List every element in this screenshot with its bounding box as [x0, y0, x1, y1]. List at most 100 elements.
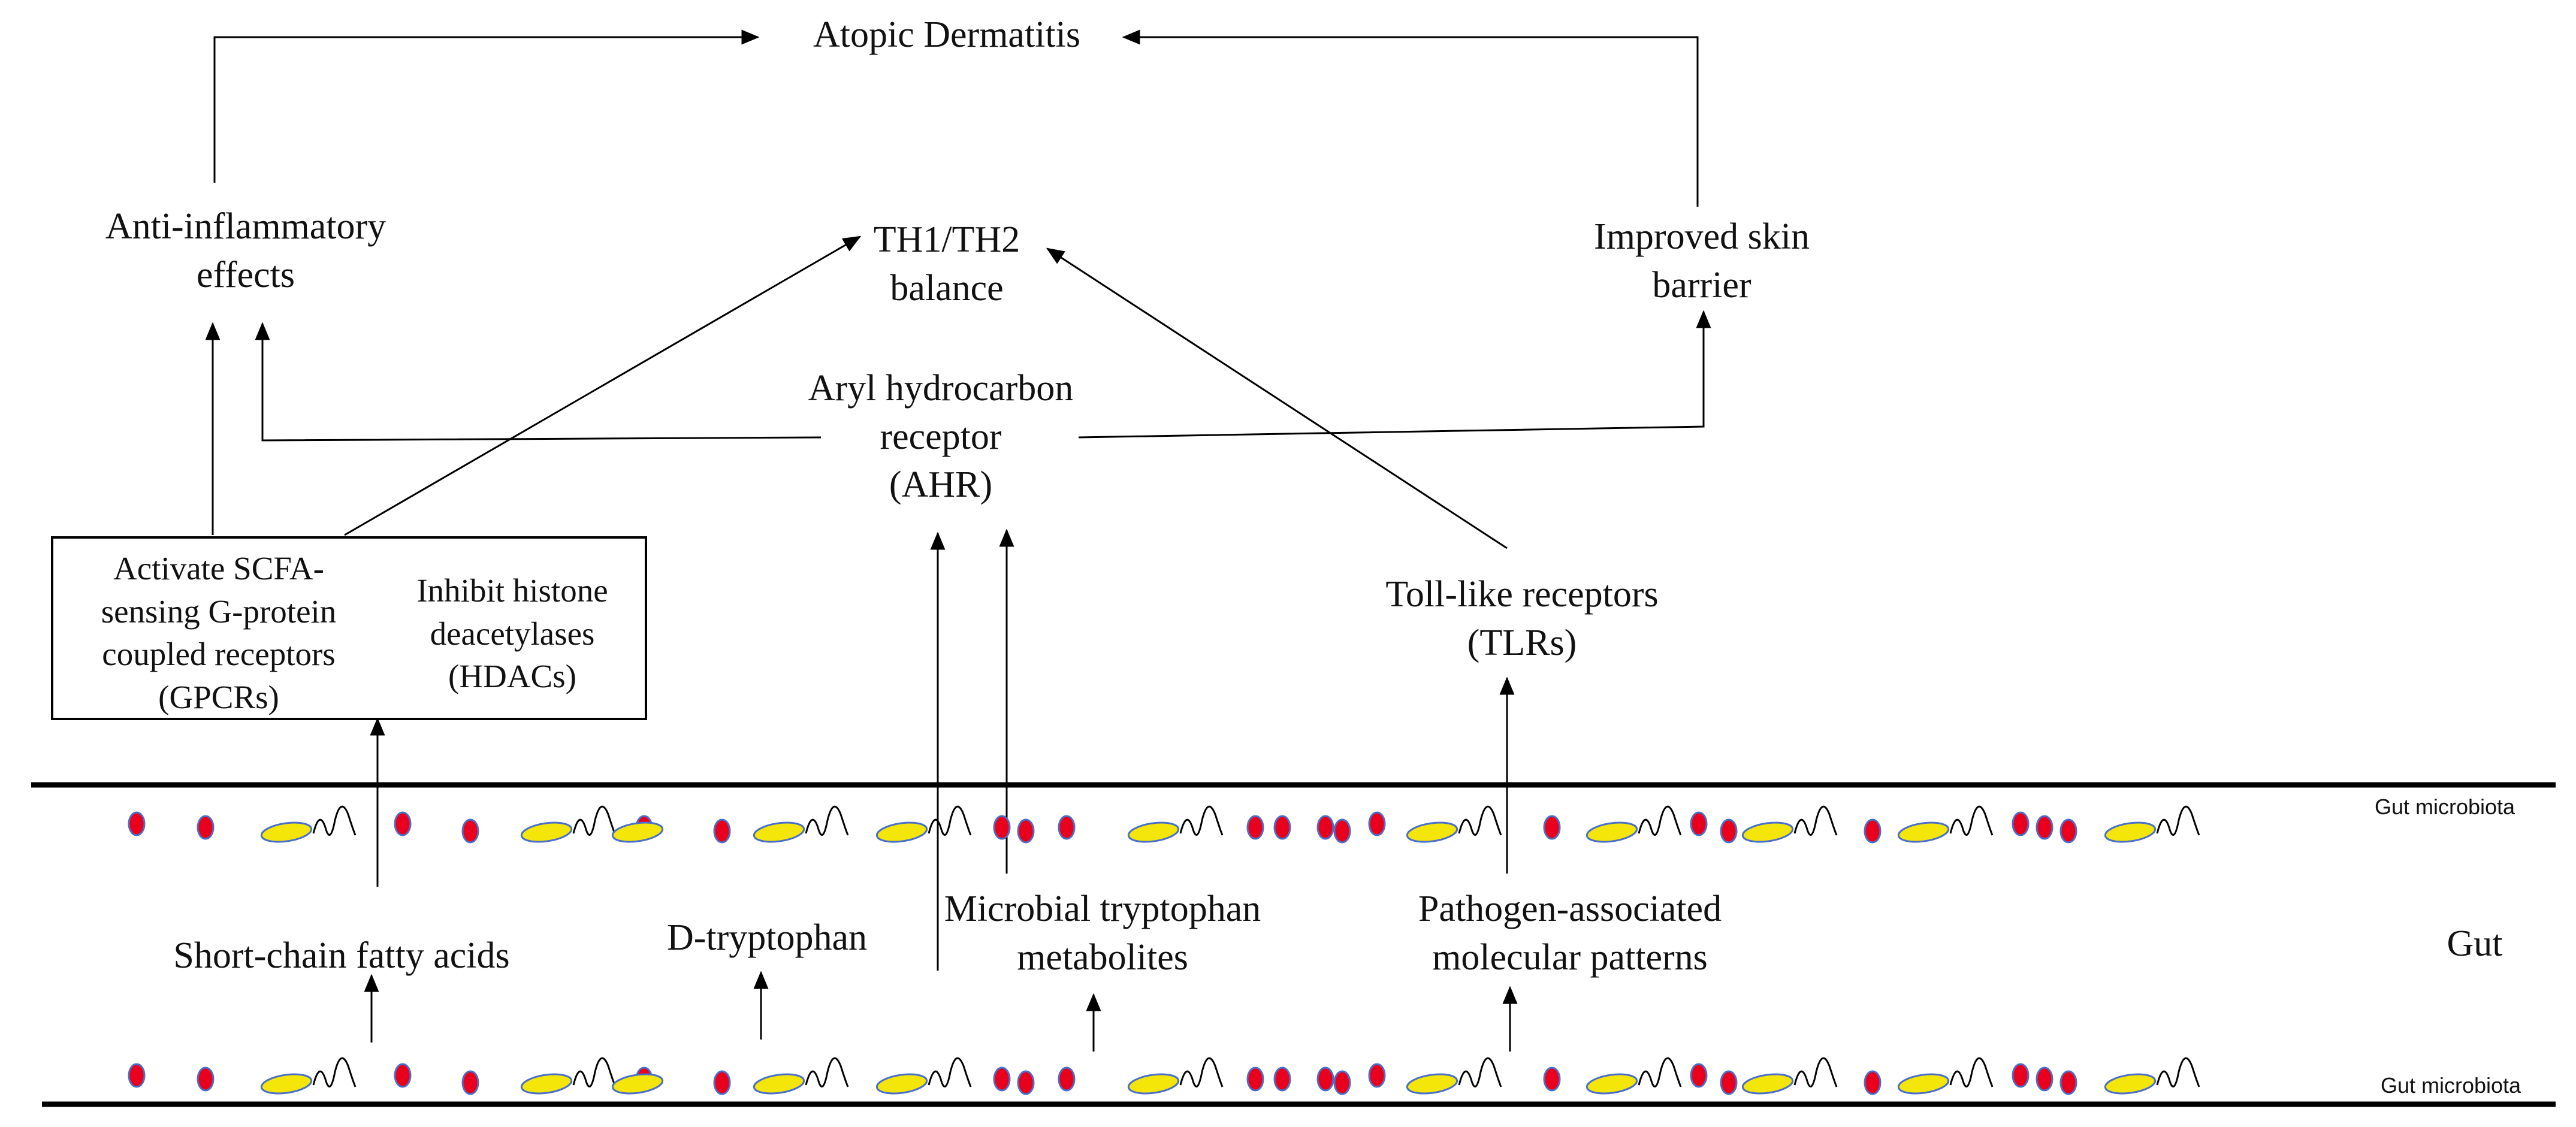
flagellum [1638, 1057, 1682, 1087]
coccus-bacterium [2036, 1066, 2053, 1092]
coccus-bacterium [1720, 1070, 1738, 1095]
coccus-bacterium [1316, 1066, 1334, 1092]
bacillus-bacterium [1586, 1073, 1638, 1095]
coccus-bacterium [1864, 1070, 1882, 1095]
arrow-ahr-to-antiinflammatory [255, 322, 822, 442]
node-tlr: Toll-like receptors (TLRs) [1385, 574, 1659, 663]
coccus-bacterium [1690, 811, 1708, 836]
coccus-bacterium [1543, 1066, 1561, 1092]
coccus-bacterium [394, 811, 412, 836]
coccus-bacterium [1273, 815, 1291, 840]
coccus-bacterium [713, 818, 731, 844]
flagellum [1179, 1057, 1224, 1087]
title-atopic-dermatitis: Atopic Dermatitis [813, 14, 1080, 55]
flagellum [312, 1057, 357, 1087]
coccus-bacterium [2059, 818, 2077, 844]
node-scfa: Short-chain fatty acids [173, 935, 510, 976]
coccus-bacterium [1273, 1066, 1291, 1092]
coccus-bacterium [197, 1066, 215, 1092]
node-hdac: Inhibit histone deacetylases (HDACs) [416, 572, 608, 694]
node-d-tryptophan: D-tryptophan [666, 917, 868, 958]
flagellum [572, 1057, 617, 1087]
coccus-bacterium [993, 1066, 1011, 1092]
coccus-bacterium [394, 1063, 412, 1088]
flagellum [1949, 805, 1994, 836]
bacillus-bacterium [1897, 821, 1950, 843]
coccus-bacterium [2012, 1063, 2030, 1088]
arrow-gpcr-to-th [344, 235, 862, 536]
flagellum [1793, 1057, 1838, 1087]
bacillus-bacterium [875, 821, 928, 843]
flagellum [1638, 805, 1682, 836]
flagellum [1949, 1057, 1994, 1087]
coccus-bacterium [1246, 815, 1264, 840]
coccus-bacterium [993, 815, 1011, 840]
bacillus-bacterium [260, 1073, 313, 1095]
coccus-bacterium [1543, 815, 1561, 840]
flagellum [572, 805, 617, 836]
bacillus-bacterium [260, 821, 313, 843]
coccus-bacterium [1246, 1066, 1264, 1092]
receptor-box [51, 536, 647, 720]
node-gpcr: Activate SCFA- sensing G-protein coupled… [101, 550, 337, 715]
coccus-bacterium [197, 815, 215, 840]
bacillus-bacterium [753, 1073, 805, 1095]
gut-label: Gut [2447, 923, 2503, 964]
flagellum [2156, 805, 2200, 836]
flagellum [1179, 805, 1224, 836]
coccus-bacterium [1316, 815, 1334, 840]
coccus-bacterium [128, 811, 146, 836]
flagellum [805, 1057, 849, 1087]
bacillus-bacterium [520, 821, 573, 843]
bacillus-bacterium [1127, 1073, 1180, 1095]
node-pamp: Pathogen-associated molecular patterns [1418, 889, 1722, 978]
bacillus-bacterium [1741, 821, 1794, 843]
bacillus-bacterium [753, 821, 805, 843]
coccus-bacterium [1058, 815, 1076, 840]
node-anti-inflammatory: Anti-inflammatory effects [105, 206, 386, 295]
node-ahr: Aryl hydrocarbon receptor (AHR) [808, 368, 1074, 506]
flagellum [1793, 805, 1838, 836]
flagellum [805, 805, 849, 836]
coccus-bacterium [1333, 818, 1351, 844]
bacillus-bacterium [1406, 1073, 1458, 1095]
flagellum [1458, 805, 1502, 836]
coccus-bacterium [1864, 818, 1882, 844]
coccus-bacterium [1368, 1063, 1386, 1088]
coccus-bacterium [2059, 1070, 2077, 1095]
bacillus-bacterium [1406, 821, 1458, 843]
node-th-balance: TH1/TH2 balance [873, 219, 1020, 309]
gut-microbiota-label-bottom: Gut microbiota [2380, 1073, 2521, 1098]
coccus-bacterium [1368, 811, 1386, 836]
node-microbial-tryptophan: Microbial tryptophan metabolites [944, 889, 1261, 978]
bacillus-bacterium [1741, 1073, 1794, 1095]
coccus-bacterium [128, 1063, 146, 1088]
coccus-bacterium [713, 1070, 731, 1095]
bacillus-bacterium [1127, 821, 1180, 843]
gut-microbiota-label-top: Gut microbiota [2374, 794, 2515, 819]
coccus-bacterium [2036, 815, 2053, 840]
flagellum [2156, 1057, 2200, 1087]
arrow-antiinflammatory-to-ad [213, 29, 760, 183]
arrow-skinbarrier-to-ad [1122, 29, 1699, 207]
bacillus-bacterium [1586, 821, 1638, 843]
bacillus-bacterium [2104, 821, 2157, 843]
bacillus-bacterium [2104, 1073, 2157, 1095]
coccus-bacterium [1333, 1070, 1351, 1095]
coccus-bacterium [461, 818, 479, 844]
arrow-tlr-to-th [1046, 247, 1508, 549]
coccus-bacterium [1058, 1066, 1076, 1092]
bacillus-bacterium [611, 821, 664, 843]
coccus-bacterium [461, 1070, 479, 1095]
microbiota-row-bottom [128, 1057, 2200, 1095]
flagellum [928, 805, 972, 836]
bacillus-bacterium [520, 1073, 573, 1095]
bacillus-bacterium [1897, 1073, 1950, 1095]
coccus-bacterium [2012, 811, 2030, 836]
flagellum [928, 1057, 972, 1087]
coccus-bacterium [1017, 1070, 1035, 1095]
microbiota-row-top [128, 805, 2200, 844]
flagellum [1458, 1057, 1502, 1087]
flagellum [312, 805, 357, 836]
